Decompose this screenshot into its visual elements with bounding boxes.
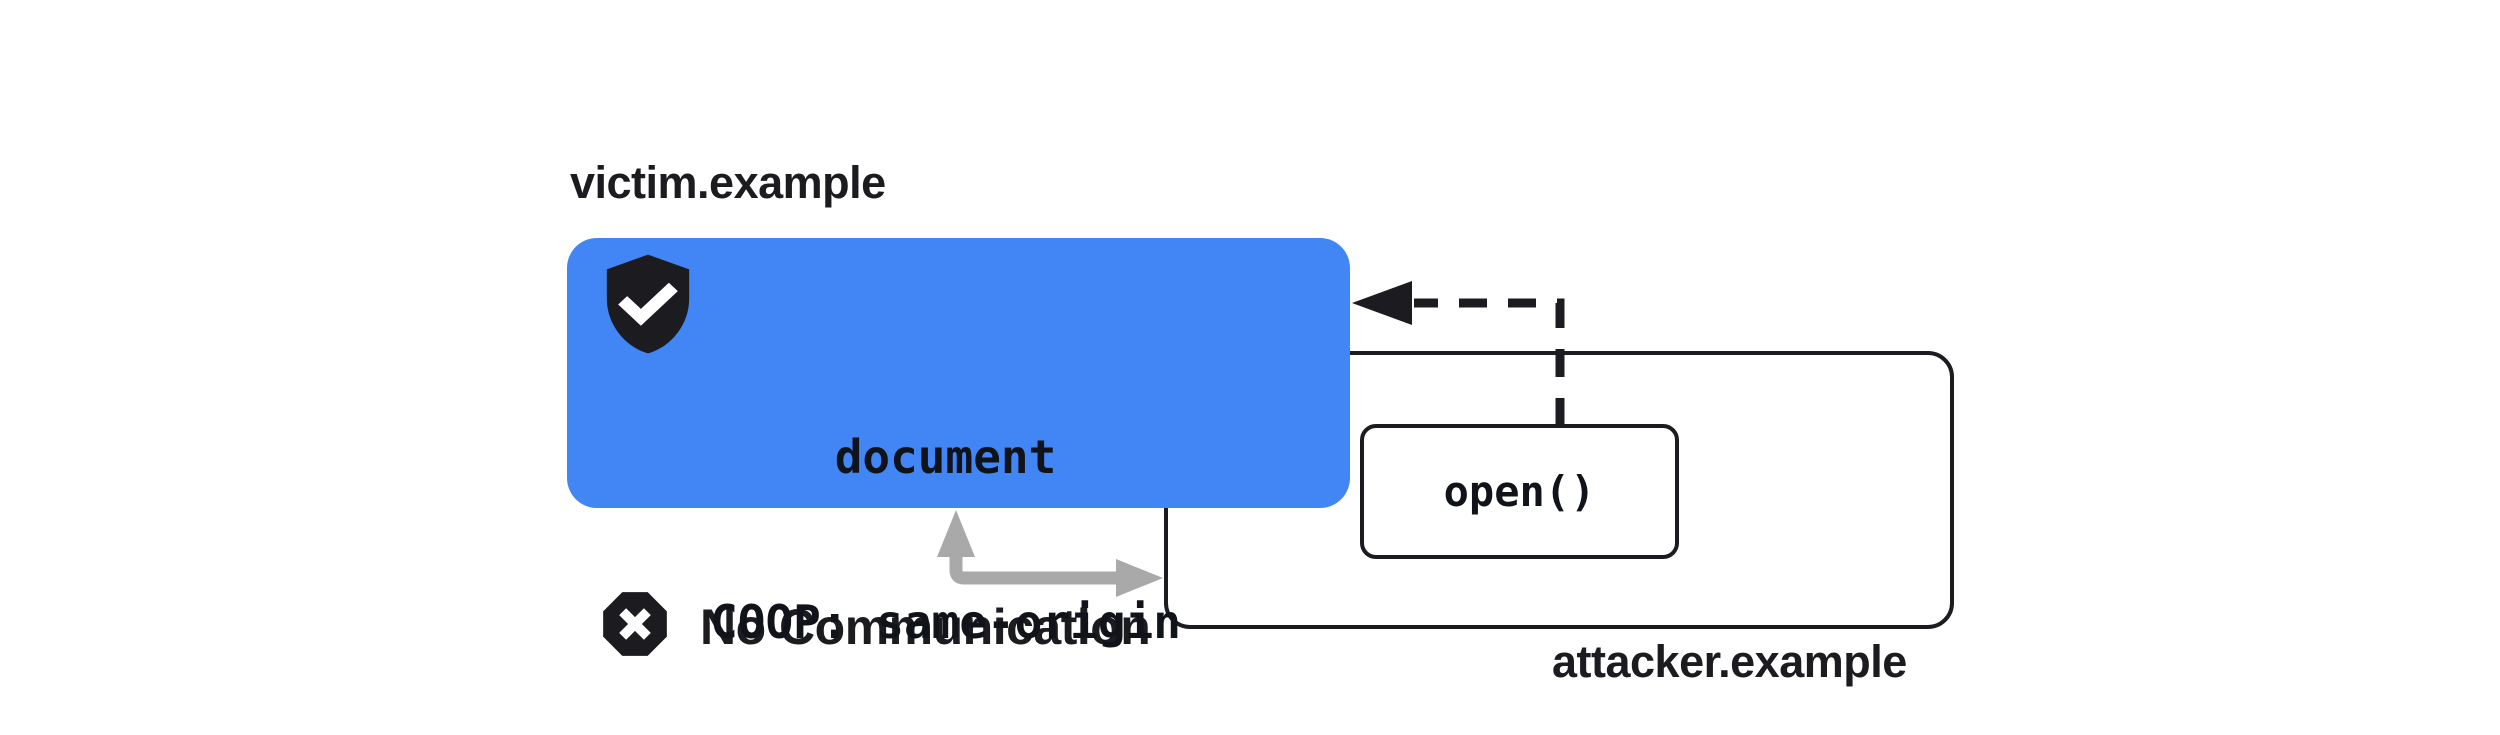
document-label: document: [834, 430, 1057, 484]
victim-document-box: document COOP: same-origin: [567, 238, 1350, 649]
arrowhead-left-icon: [1352, 281, 1412, 325]
no-communication-label: No Communication: [700, 599, 1151, 655]
open-call-box: open(): [1360, 424, 1679, 559]
open-call-label: open(): [1443, 467, 1596, 516]
coop-policy-label: COOP: same-origin: [710, 595, 1181, 649]
octagon-x-icon: [603, 592, 667, 656]
attacker-domain-label: attacker.example: [1552, 636, 1907, 687]
shield-check-icon: [606, 254, 690, 354]
victim-document-text: document COOP: same-origin: [567, 320, 1350, 735]
victim-domain-label: victim.example: [570, 157, 886, 208]
